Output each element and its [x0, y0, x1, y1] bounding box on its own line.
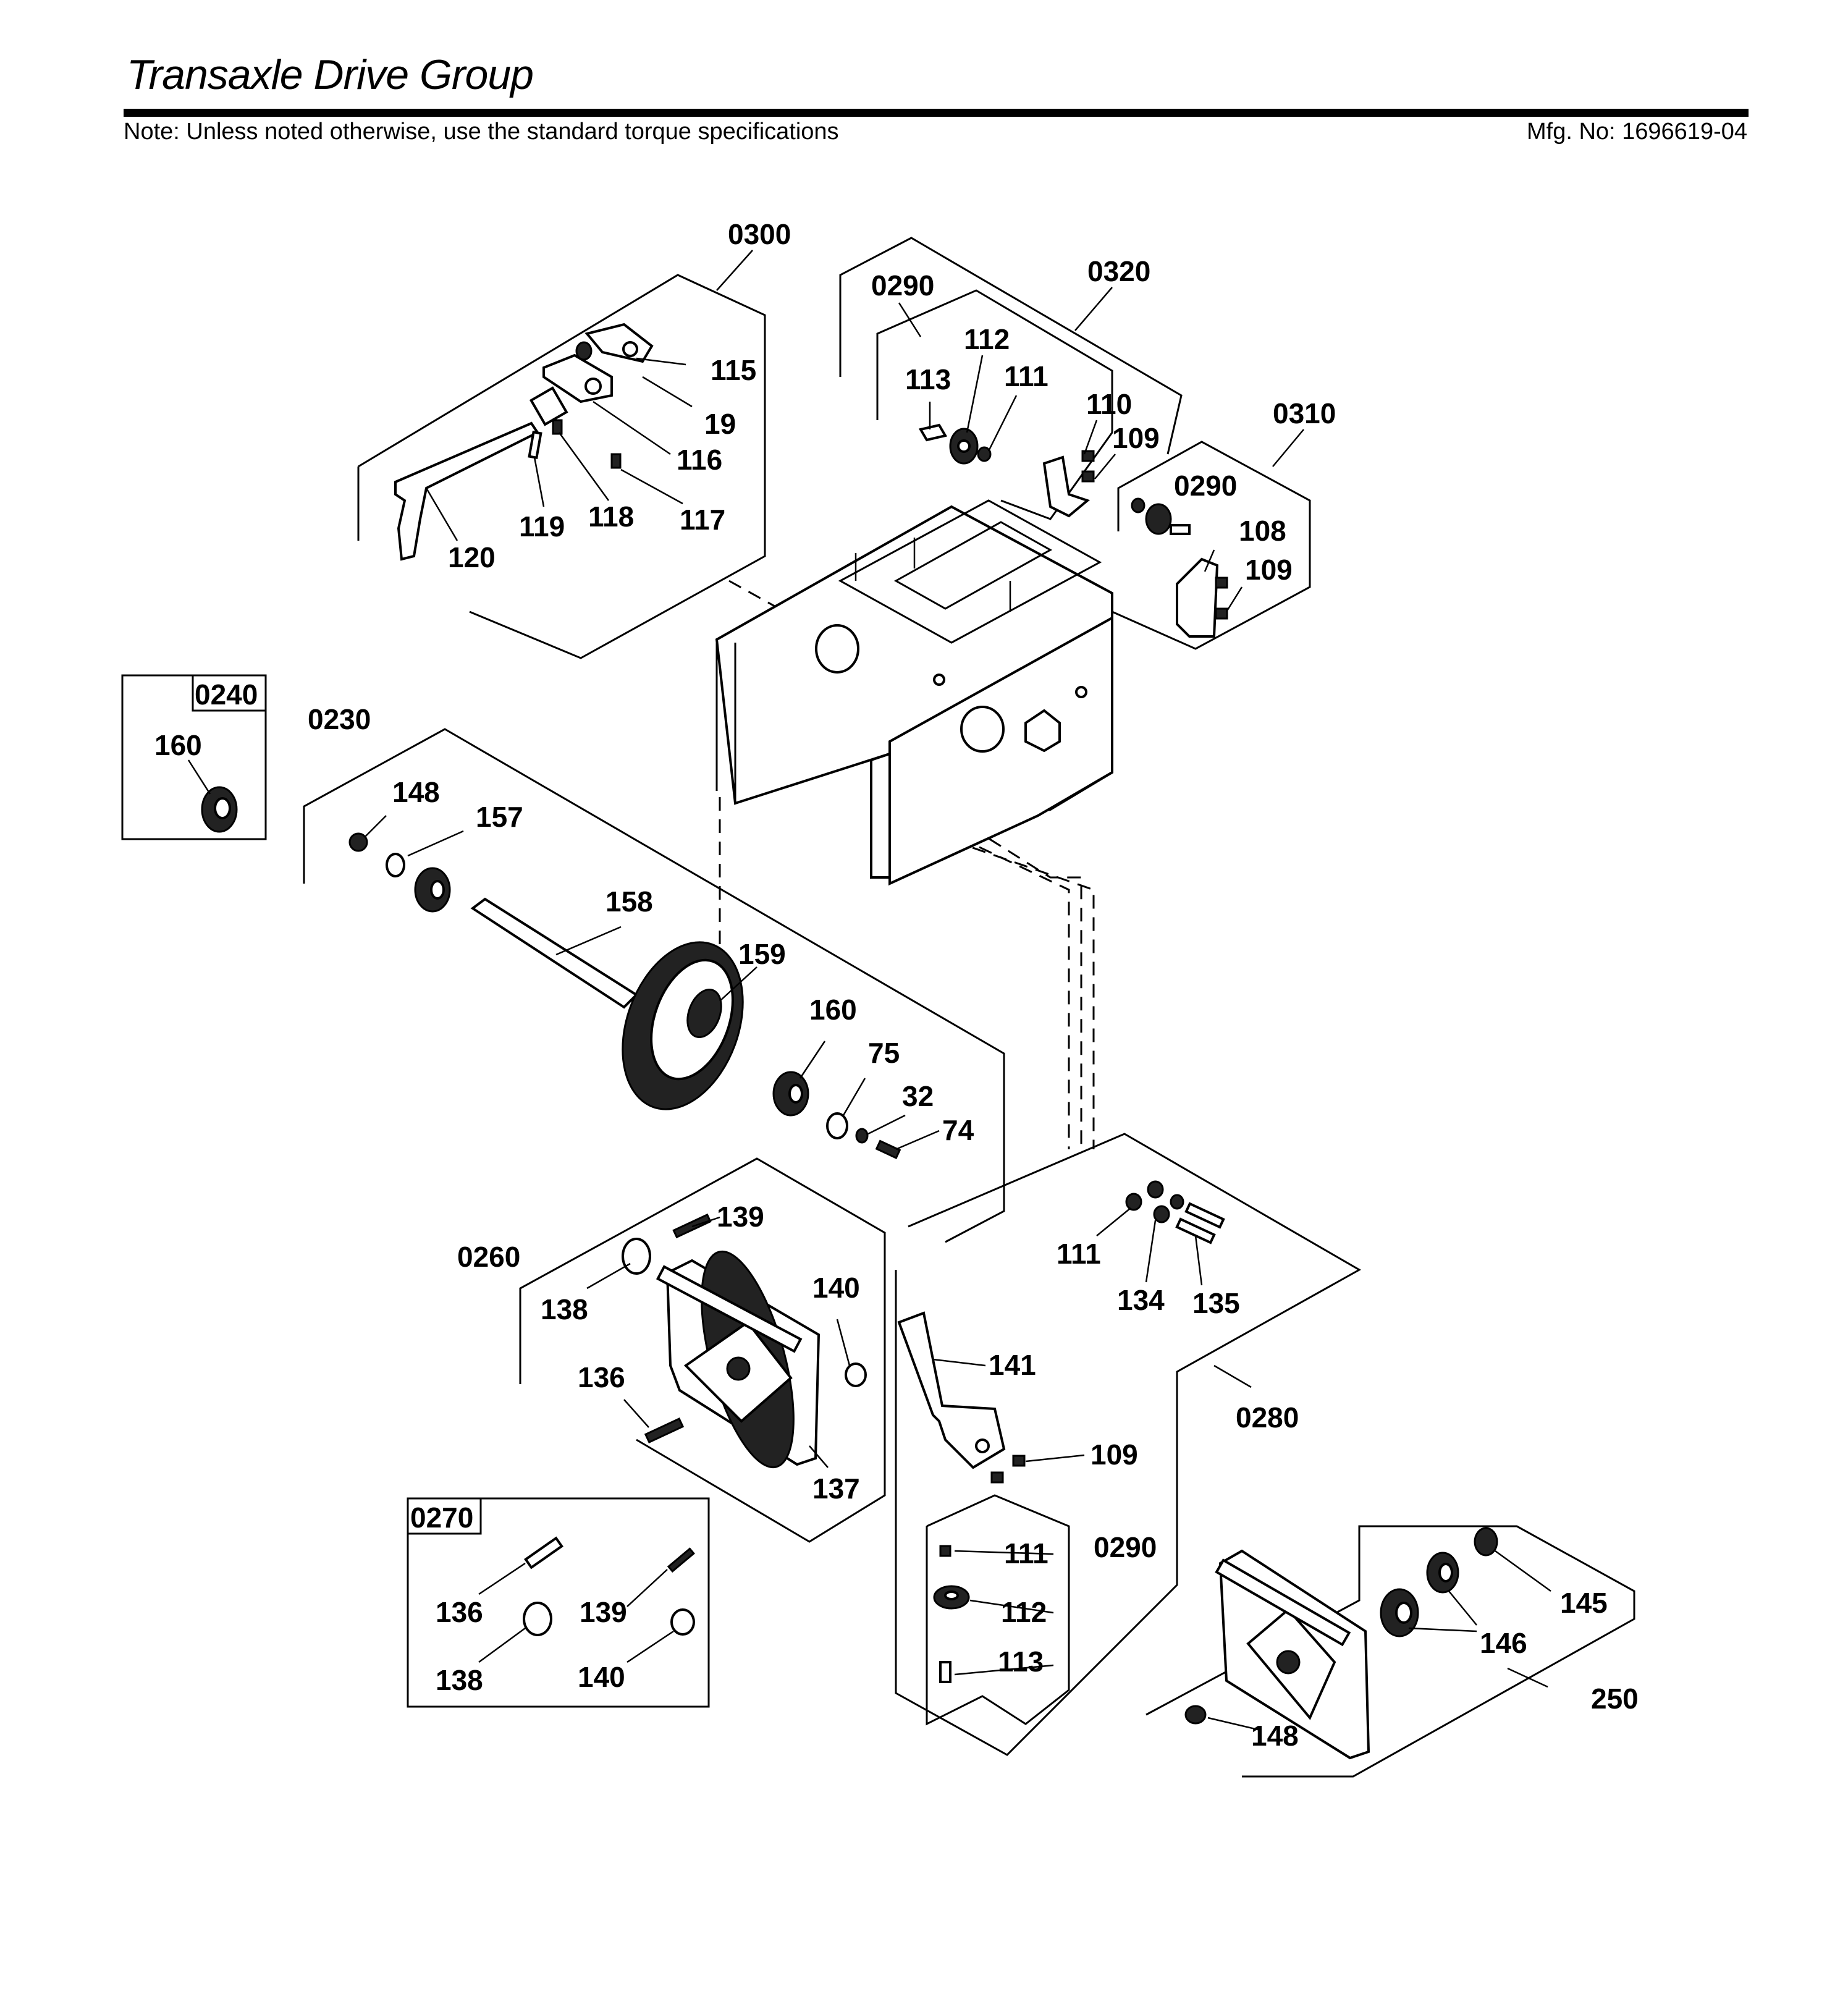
outline-0300	[358, 274, 766, 659]
outline-250	[1146, 1525, 1635, 1778]
callout-134: 134	[1117, 1284, 1165, 1316]
callout-160-a: 160	[154, 729, 202, 761]
callout-0300: 0300	[728, 218, 791, 250]
page-title: Transaxle Drive Group	[127, 51, 534, 98]
outline-0230	[303, 728, 1005, 1243]
callout-117: 117	[680, 504, 725, 536]
callout-0290-c: 0290	[1094, 1531, 1157, 1563]
callout-148-b: 148	[1251, 1720, 1299, 1752]
callout-111-a: 111	[1004, 360, 1048, 392]
title-rule	[124, 109, 1749, 117]
parts-0310	[1131, 497, 1228, 638]
callout-0230: 0230	[308, 703, 371, 735]
callout-139-a: 139	[717, 1201, 764, 1233]
callout-119: 119	[519, 510, 565, 543]
callout-32: 32	[902, 1080, 934, 1112]
callout-0260: 0260	[457, 1241, 520, 1273]
callout-74: 74	[942, 1114, 974, 1146]
callout-112-a: 112	[964, 323, 1010, 355]
callout-137: 137	[812, 1472, 860, 1505]
callout-120: 120	[448, 541, 496, 573]
callout-158: 158	[605, 885, 653, 918]
outline-0290-c	[926, 1494, 1070, 1726]
mfg-number: Mfg. No: 1696619-04	[1526, 119, 1747, 145]
callout-0290-b: 0290	[1174, 470, 1237, 502]
outline-0310	[1112, 441, 1311, 650]
callout-labels: 0300 0320 0290 0310 0290 0240 0230 0260 …	[154, 218, 1639, 1752]
callout-0320: 0320	[1087, 255, 1150, 287]
torque-note: Note: Unless noted otherwise, use the st…	[124, 119, 839, 145]
callout-115: 115	[711, 354, 756, 386]
callout-108: 108	[1239, 515, 1286, 547]
callout-135: 135	[1192, 1287, 1240, 1319]
callout-145: 145	[1560, 1587, 1608, 1619]
tag-box-0270	[407, 1497, 482, 1535]
callout-110: 110	[1086, 388, 1132, 420]
leader-lines	[187, 250, 1551, 1731]
callout-139-b: 139	[580, 1596, 627, 1628]
callout-157: 157	[476, 801, 523, 833]
tag-box-0240	[192, 674, 267, 712]
callout-75: 75	[868, 1037, 900, 1069]
callout-138-a: 138	[541, 1293, 588, 1325]
callout-111-c: 111	[1004, 1537, 1048, 1569]
dash-5	[939, 827, 1070, 1149]
parts-250	[1184, 1527, 1498, 1760]
callout-146: 146	[1480, 1627, 1527, 1659]
callout-0310: 0310	[1273, 397, 1336, 429]
callout-111-b: 111	[1057, 1238, 1101, 1270]
callout-136-b: 136	[436, 1596, 483, 1628]
callout-0290-a: 0290	[871, 269, 934, 302]
frame-housing	[715, 499, 1113, 886]
callout-141: 141	[989, 1349, 1036, 1381]
parts-0280	[897, 1180, 1225, 1484]
callout-0280: 0280	[1236, 1401, 1299, 1434]
callout-148-a: 148	[392, 776, 440, 808]
parts-0240	[201, 786, 238, 833]
callout-250: 250	[1591, 1683, 1639, 1715]
callout-136-a: 136	[578, 1361, 625, 1393]
callout-109-a: 109	[1112, 422, 1160, 454]
callout-113-a: 113	[905, 363, 951, 395]
callout-109-b: 109	[1245, 554, 1293, 586]
spring-116	[529, 386, 568, 426]
outline-0320	[839, 237, 1183, 455]
callout-112-c: 112	[1001, 1596, 1047, 1628]
parts-0320	[1042, 450, 1095, 518]
parts-0270	[523, 1536, 695, 1636]
outline-0260	[519, 1157, 886, 1543]
outline-0270	[407, 1497, 710, 1708]
parts-0290-a	[918, 423, 992, 465]
group-outlines	[121, 237, 1635, 1778]
outline-0280	[895, 1133, 1362, 1756]
callout-113-c: 113	[998, 1645, 1044, 1678]
callout-159: 159	[738, 938, 786, 970]
callout-0240: 0240	[195, 678, 258, 711]
dash-4	[932, 802, 1082, 1149]
callout-0270: 0270	[410, 1502, 473, 1534]
outline-0290-a	[876, 289, 1113, 520]
callout-19: 19	[704, 408, 736, 440]
parts-0260	[622, 1213, 867, 1469]
callout-140-b: 140	[578, 1661, 625, 1693]
dash-6	[951, 839, 1095, 1149]
callout-118: 118	[588, 501, 634, 533]
callout-160-b: 160	[809, 994, 857, 1026]
parts-0230	[348, 832, 901, 1159]
parts-0290-c	[933, 1545, 970, 1683]
callout-140-a: 140	[812, 1272, 860, 1304]
parts-0300	[394, 323, 654, 561]
callout-109-c: 109	[1091, 1438, 1138, 1471]
callout-138-b: 138	[436, 1664, 483, 1696]
callout-116: 116	[677, 444, 722, 476]
